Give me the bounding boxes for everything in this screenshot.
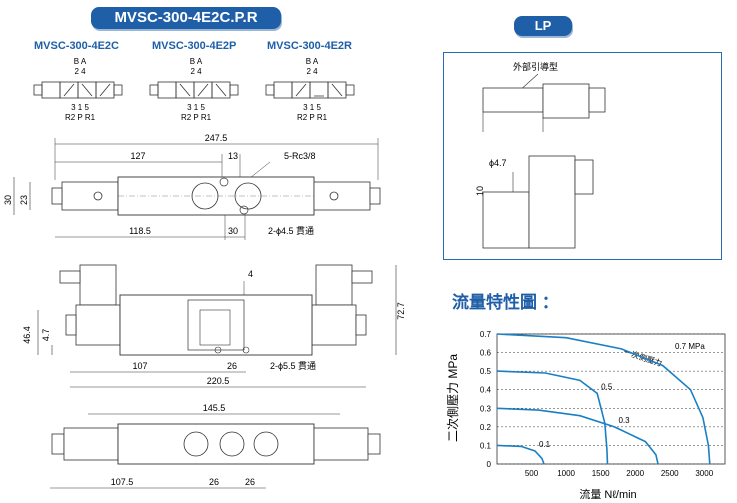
y-tick-label: 0.5 <box>480 367 492 376</box>
series-line-3 <box>496 444 545 465</box>
symbol-4e2c: B A 2 4 3 1 5 R2 P R1 <box>33 57 123 122</box>
svg-text:B A: B A <box>306 57 319 66</box>
flow-ylabel: 二次側壓力 MPa <box>446 354 460 442</box>
svg-text:2 4: 2 4 <box>74 67 86 76</box>
series-line-2 <box>496 407 659 465</box>
flow-title: 流量特性圖 ： <box>452 293 559 312</box>
model-label-4e2p: MVSC-300-4E2P <box>152 40 237 52</box>
dim-4: 4 <box>248 269 253 279</box>
dim-46-4: 46.4 <box>22 326 32 344</box>
series-label-3: 0.1 <box>539 440 551 449</box>
title-badge: MVSC-300-4E2C.P.R <box>91 7 281 29</box>
y-tick-label: 0.2 <box>480 423 492 432</box>
valve-symbols: B A 2 4 3 1 5 R2 P R1 B A 2 4 3 1 5 R2 P… <box>33 57 355 122</box>
dim-4-7-front: 4.7 <box>41 329 51 342</box>
svg-text:R2 P R1: R2 P R1 <box>297 113 328 122</box>
dim-145-5: 145.5 <box>203 403 226 413</box>
series-label-1: 0.5 <box>601 382 613 391</box>
dim-107: 107 <box>132 361 147 371</box>
top-view-drawing: 247.5 127 13 5-Rc3/8 30 23 118.5 30 2-ϕ4… <box>3 133 381 240</box>
series-line-0 <box>496 333 711 465</box>
dim-26-a: 26 <box>209 477 219 487</box>
dim-118-5: 118.5 <box>129 226 151 236</box>
svg-text:2 4: 2 4 <box>306 67 318 76</box>
y-tick-label: 0.3 <box>480 404 492 413</box>
lp-detail-box <box>443 52 722 260</box>
svg-text:3 1 5: 3 1 5 <box>71 103 89 112</box>
x-tick-label: 1000 <box>557 469 575 478</box>
dim-23: 23 <box>19 195 29 205</box>
lp-detail-drawing: 外部引導型 ϕ4.7 10 <box>475 61 606 249</box>
lp-dim-phi: ϕ4.7 <box>489 158 507 168</box>
y-tick-label: 0 <box>487 460 492 469</box>
lp-badge: LP <box>514 16 572 36</box>
dim-13: 13 <box>228 151 238 161</box>
series-label-0: 0.7 MPa <box>675 342 705 351</box>
svg-text:3 1 5: 3 1 5 <box>303 103 321 112</box>
dim-220-5: 220.5 <box>207 376 230 386</box>
hole-note-front: 2-ϕ5.5 貫通 <box>270 361 316 371</box>
svg-text:2 4: 2 4 <box>190 67 202 76</box>
front-view-drawing: 4 46.4 4.7 72.7 107 26 2-ϕ5.5 貫通 220.5 <box>22 264 406 388</box>
flow-xlabel: 流量 Nℓ/min <box>579 487 636 501</box>
svg-text:R2 P R1: R2 P R1 <box>65 113 96 122</box>
x-tick-label: 1500 <box>592 469 610 478</box>
x-tick-label: 2500 <box>661 469 679 478</box>
chart-frame <box>496 333 726 465</box>
series-line-1 <box>496 370 609 465</box>
flow-chart: 二次側壓力 MPa 流量 Nℓ/min 一次側壓力 00.10.20.30.40… <box>446 330 726 501</box>
dim-26-front: 26 <box>227 361 237 371</box>
series-label-2: 0.3 <box>618 416 630 425</box>
dim-port: 5-Rc3/8 <box>284 151 316 161</box>
svg-text:R2 P R1: R2 P R1 <box>181 113 212 122</box>
symbol-4e2p: B A 2 4 3 1 5 R2 P R1 <box>149 57 239 122</box>
model-label-4e2c: MVSC-300-4E2C <box>34 40 119 52</box>
dim-107-5: 107.5 <box>111 477 134 487</box>
y-tick-label: 0.6 <box>480 349 492 358</box>
x-tick-label: 500 <box>525 469 539 478</box>
dim-overall-top: 247.5 <box>205 133 228 143</box>
symbol-4e2r: B A 2 4 3 1 5 R2 P R1 <box>265 57 355 122</box>
dim-72-7: 72.7 <box>396 302 406 320</box>
dim-127: 127 <box>130 151 145 161</box>
svg-text:B A: B A <box>190 57 203 66</box>
y-tick-label: 0.7 <box>480 330 492 339</box>
svg-text:3 1 5: 3 1 5 <box>187 103 205 112</box>
x-tick-label: 2000 <box>626 469 644 478</box>
lp-label: 外部引導型 <box>513 61 558 72</box>
dim-30: 30 <box>228 226 238 236</box>
bottom-view-drawing: 145.5 107.5 26 26 <box>50 403 381 489</box>
y-tick-label: 0.4 <box>480 386 492 395</box>
svg-text:B A: B A <box>74 57 87 66</box>
model-label-4e2r: MVSC-300-4E2R <box>267 40 352 52</box>
hole-note-top: 2-ϕ4.5 貫通 <box>268 226 314 236</box>
lp-dim-10: 10 <box>475 186 485 196</box>
dim-30-height: 30 <box>3 195 13 205</box>
x-tick-label: 3000 <box>695 469 713 478</box>
y-tick-label: 0.1 <box>480 441 492 450</box>
dim-26-b: 26 <box>245 477 255 487</box>
